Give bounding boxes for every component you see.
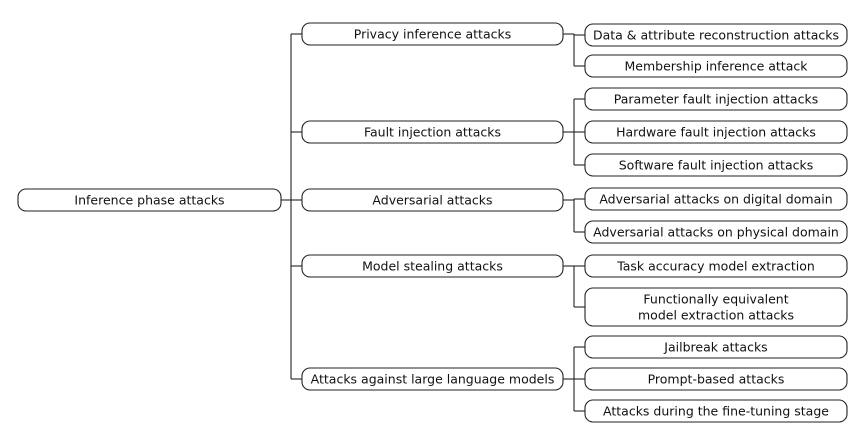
category-node-privacy-inference-attacks: Privacy inference attacks	[301, 22, 564, 46]
leaf-node-box	[584, 254, 848, 278]
leaf-node-box	[584, 187, 848, 211]
leaf-node-box	[584, 23, 848, 47]
leaf-node-box	[584, 399, 848, 423]
leaf-node-box	[584, 120, 848, 144]
leaf-node: Attacks during the fine-tuning stage	[584, 399, 848, 423]
category-node-model-stealing-attacks: Model stealing attacks	[301, 254, 564, 278]
leaf-node-label: Hardware fault injection attacks	[616, 125, 816, 140]
leaf-node: Membership inference attack	[584, 54, 848, 78]
leaf-node-box	[584, 153, 848, 177]
category-node-privacy-inference-attacks-box	[301, 22, 564, 46]
category-node-privacy-inference-attacks-label: Privacy inference attacks	[354, 27, 511, 42]
leaf-node-label: Prompt-based attacks	[648, 372, 785, 387]
leaf-node-label: Data & attribute reconstruction attacks	[593, 28, 839, 43]
leaf-node: Adversarial attacks on physical domain	[584, 220, 848, 244]
leaf-node-box	[584, 367, 848, 391]
category-node-fault-injection-attacks-label: Fault injection attacks	[364, 125, 501, 140]
leaf-node: Software fault injection attacks	[584, 153, 848, 177]
category-node-fault-injection-attacks-box	[301, 120, 564, 144]
leaf-node: Parameter fault injection attacks	[584, 87, 848, 111]
category-node-adversarial-attacks: Adversarial attacks	[301, 188, 564, 212]
category-node-attacks-against-large-language-models: Attacks against large language models	[301, 367, 564, 391]
leaf-node-label: Adversarial attacks on digital domain	[599, 192, 832, 207]
leaf-node: Task accuracy model extraction	[584, 254, 848, 278]
category-node-model-stealing-attacks-label: Model stealing attacks	[362, 259, 503, 274]
category-node-attacks-against-large-language-models-box	[301, 367, 564, 391]
leaf-node-box	[584, 287, 848, 327]
connector-lines	[281, 33, 585, 412]
leaf-node-box	[584, 54, 848, 78]
leaf-node: Jailbreak attacks	[584, 335, 848, 359]
leaf-node: Prompt-based attacks	[584, 367, 848, 391]
root-node-box	[17, 188, 282, 212]
leaf-node: Data & attribute reconstruction attacks	[584, 23, 848, 47]
leaf-node-label: Task accuracy model extraction	[616, 259, 815, 274]
category-node-adversarial-attacks-label: Adversarial attacks	[372, 193, 492, 208]
category-node-fault-injection-attacks: Fault injection attacks	[301, 120, 564, 144]
leaf-node-label: Adversarial attacks on physical domain	[593, 225, 839, 240]
leaf-node-label: Jailbreak attacks	[663, 340, 767, 355]
leaf-node: Hardware fault injection attacks	[584, 120, 848, 144]
leaf-node-label: Attacks during the fine-tuning stage	[603, 404, 829, 419]
root-node: Inference phase attacks	[17, 188, 282, 212]
leaf-node-box	[584, 220, 848, 244]
diagram-nodes: Inference phase attacks Privacy inference…	[17, 22, 848, 423]
category-node-attacks-against-large-language-models-label: Attacks against large language models	[311, 372, 555, 387]
leaf-node: Adversarial attacks on digital domain	[584, 187, 848, 211]
category-node-adversarial-attacks-box	[301, 188, 564, 212]
leaf-node-box	[584, 87, 848, 111]
leaf-node-label: Parameter fault injection attacks	[614, 92, 818, 107]
root-node-label: Inference phase attacks	[74, 193, 224, 208]
leaf-node-label: Software fault injection attacks	[619, 158, 814, 173]
leaf-node-box	[584, 335, 848, 359]
category-node-model-stealing-attacks-box	[301, 254, 564, 278]
leaf-node-label: Membership inference attack	[625, 59, 809, 74]
